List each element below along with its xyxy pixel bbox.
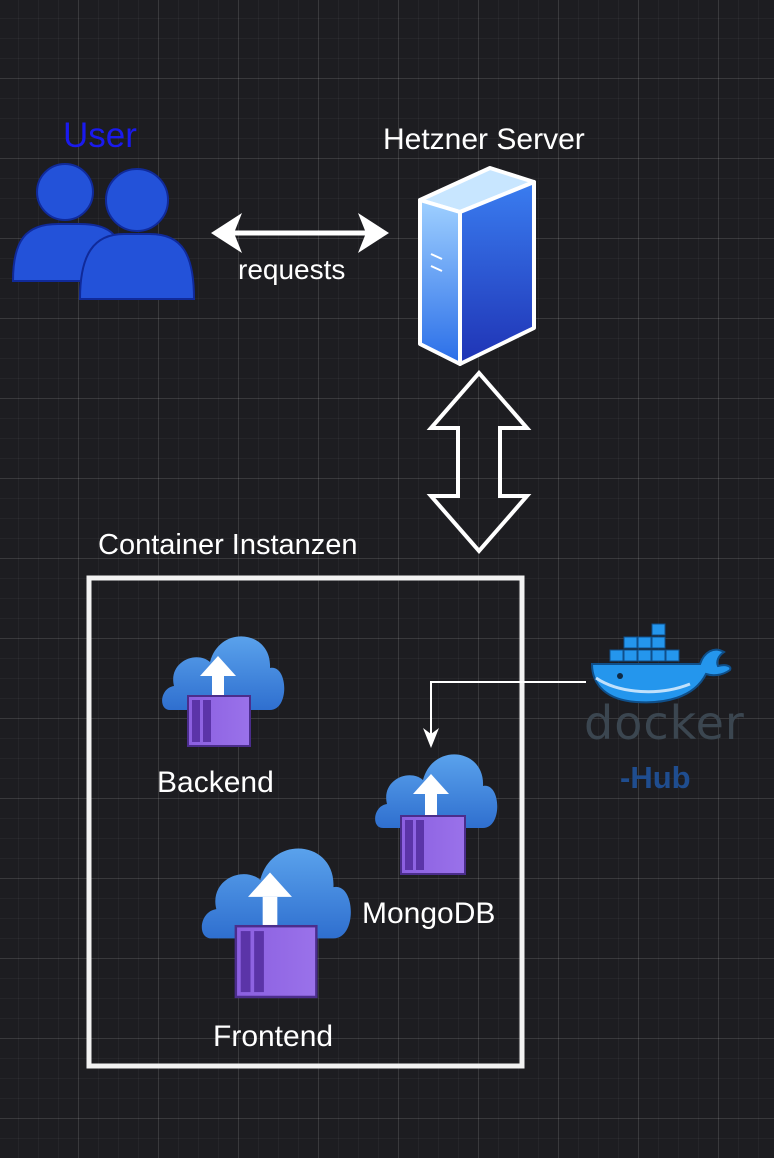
requests-label: requests bbox=[238, 254, 346, 285]
backend-label: Backend bbox=[157, 766, 274, 799]
frontend-label: Frontend bbox=[213, 1020, 334, 1053]
container-instance-icon bbox=[375, 754, 498, 875]
requests-arrow bbox=[211, 213, 389, 253]
user-label: User bbox=[63, 116, 137, 155]
server-container-arrow bbox=[426, 369, 532, 555]
docker-connector bbox=[423, 681, 586, 748]
users-icon bbox=[11, 163, 196, 300]
docker-whale-icon bbox=[590, 623, 732, 704]
docker-hub-label: -Hub bbox=[620, 760, 691, 795]
container-instance-icon bbox=[162, 636, 285, 747]
server-label: Hetzner Server bbox=[383, 123, 585, 156]
container-group-box bbox=[86, 575, 525, 1069]
container-group-label: Container Instanzen bbox=[98, 529, 358, 561]
container-instance-icon bbox=[201, 848, 351, 999]
server-icon bbox=[418, 166, 536, 366]
docker-wordmark: docker bbox=[584, 696, 745, 750]
mongodb-label: MongoDB bbox=[362, 897, 496, 930]
